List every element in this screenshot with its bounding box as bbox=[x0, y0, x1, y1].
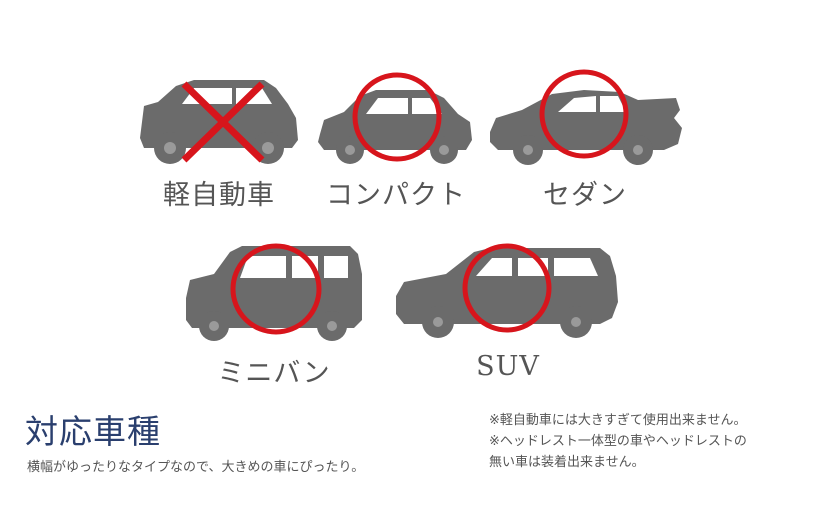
minivan-windows bbox=[240, 256, 348, 278]
note-line: 無い車は装着出来ません。 bbox=[489, 455, 645, 470]
circle-mark-icon bbox=[539, 69, 629, 159]
circle-mark-icon bbox=[462, 243, 552, 333]
sedan-windows bbox=[558, 96, 626, 112]
circle-mark-icon bbox=[352, 72, 442, 162]
suv-illustration bbox=[394, 242, 622, 338]
vehicle-label-sedan: セダン bbox=[543, 180, 627, 211]
vehicle-label-kei: 軽自動車 bbox=[163, 180, 275, 211]
vehicle-label-minivan: ミニバン bbox=[217, 358, 331, 389]
vehicle-label-compact: コンパクト bbox=[326, 180, 466, 211]
note-line: ※ヘッドレスト一体型の車やヘッドレストの bbox=[489, 434, 747, 449]
notes-block: ※軽自動車には大きすぎて使用出来ません。 ※ヘッドレスト一体型の車やヘッドレスト… bbox=[489, 410, 811, 473]
sedan-illustration bbox=[488, 69, 684, 170]
circle-mark-icon bbox=[230, 243, 322, 335]
note-line: ※軽自動車には大きすぎて使用出来ません。 bbox=[489, 413, 747, 428]
section-title: 対応車種 bbox=[25, 412, 161, 451]
minivan-illustration bbox=[182, 238, 366, 341]
cross-mark-icon bbox=[181, 81, 265, 163]
kei-car-illustration bbox=[136, 78, 308, 168]
compact-car-windows bbox=[366, 98, 442, 114]
compact-car-illustration bbox=[316, 70, 476, 170]
vehicle-label-suv: SUV bbox=[476, 351, 540, 382]
section-description: 横幅がゆったりなタイプなので、大きめの車にぴったり。 bbox=[27, 460, 365, 475]
